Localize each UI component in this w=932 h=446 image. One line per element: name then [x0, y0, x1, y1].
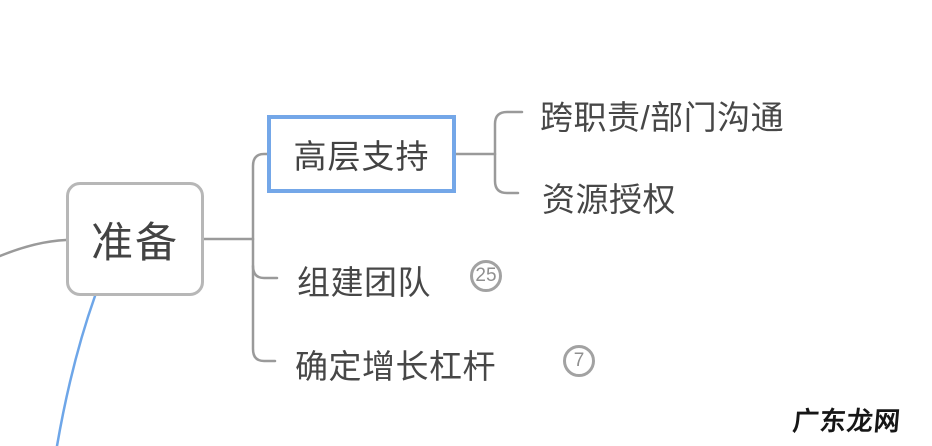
- connector-trunk-middle-branch: [251, 264, 279, 280]
- child-topic-resource-authorization[interactable]: 资源授权: [542, 181, 676, 218]
- child-topic-cross-dept-communication[interactable]: 跨职责/部门沟通: [540, 99, 785, 136]
- badge-count: 7: [573, 350, 585, 371]
- root-node-label: 准备: [90, 218, 179, 266]
- task-count-badge-build-team[interactable]: 25: [470, 260, 502, 292]
- connector-subtrunk-children: [493, 110, 524, 195]
- watermark-text: 广东龙网: [791, 406, 903, 436]
- branch-node-top-support[interactable]: 高层支持: [267, 115, 456, 193]
- connector-trunk-branches: [251, 152, 277, 363]
- root-node-prepare[interactable]: 准备: [66, 182, 204, 296]
- connector-root-to-offscreen-branch: [55, 294, 97, 446]
- badge-count: 25: [475, 265, 497, 286]
- connector-left-edge-to-root: [0, 238, 68, 258]
- branch-node-label: 高层支持: [293, 138, 430, 175]
- task-count-badge-growth-levers[interactable]: 7: [563, 345, 595, 377]
- branch-topic-build-team[interactable]: 组建团队: [297, 264, 431, 301]
- branch-topic-growth-levers[interactable]: 确定增长杠杆: [295, 348, 496, 385]
